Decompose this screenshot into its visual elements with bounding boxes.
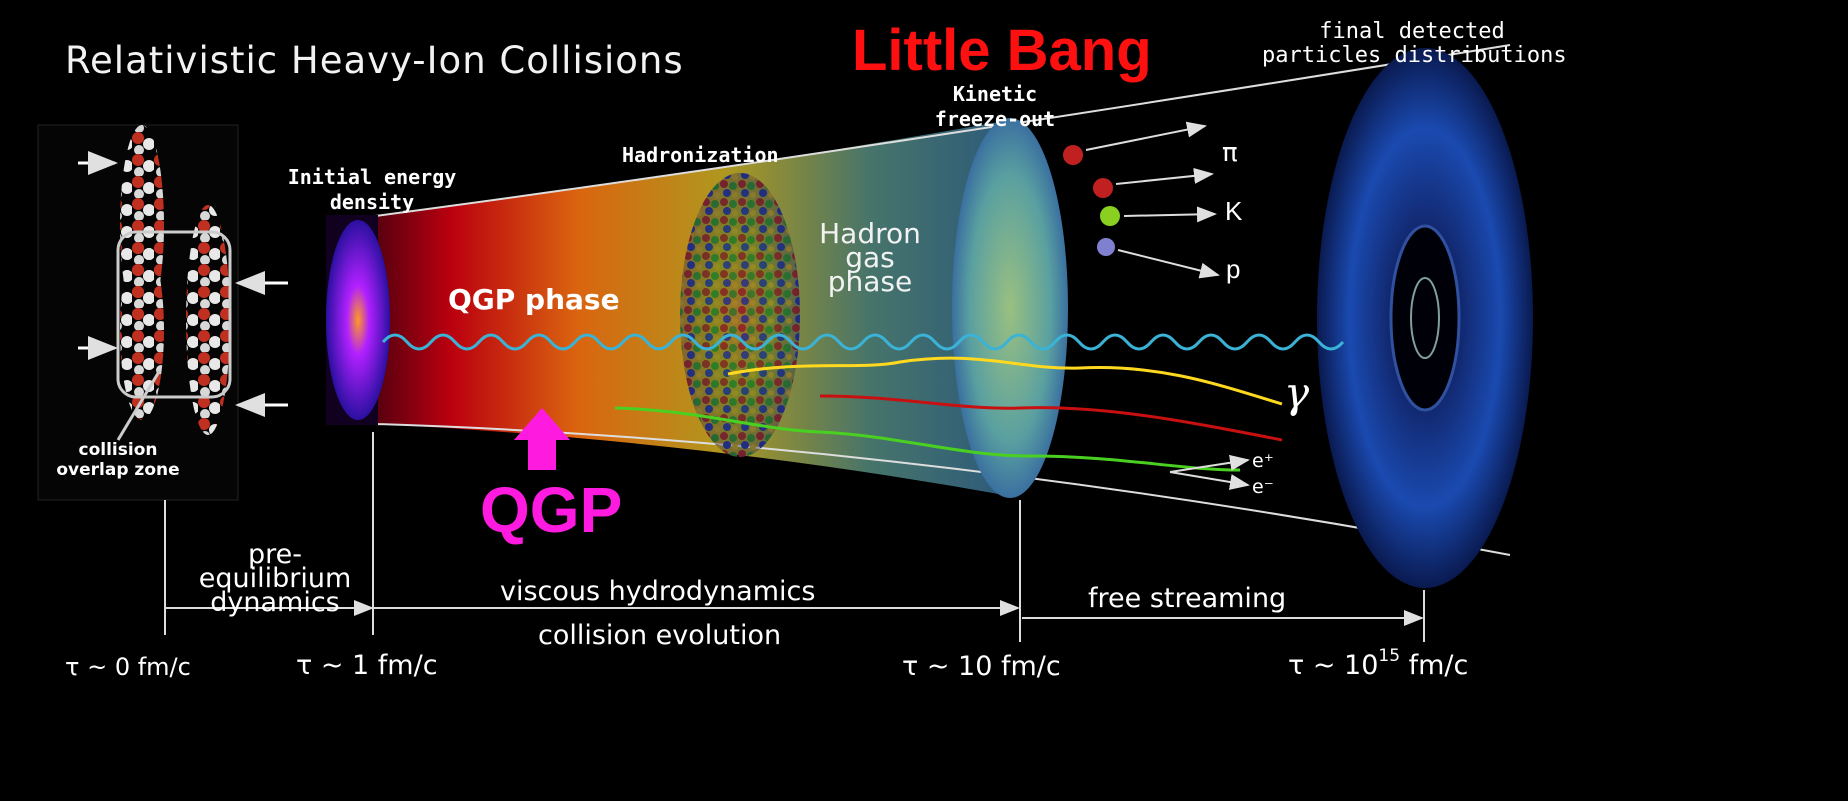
pre-line2: equilibrium	[198, 563, 352, 594]
yellow-wave	[727, 356, 1283, 406]
headline-little-bang: Little Bang	[852, 18, 1152, 83]
red-wave	[819, 394, 1283, 442]
initial-density-blob	[326, 220, 390, 420]
pre-line3: dynamics	[210, 587, 340, 618]
time-mark-0: τ ~ 0 fm/c	[65, 653, 191, 681]
hgas-line3: phase	[827, 265, 913, 298]
photon-wave	[381, 333, 1345, 351]
initial-energy-label: Initial energy density	[262, 165, 482, 215]
photon-label: γ	[1284, 368, 1310, 417]
qgp-phase-label: QGP phase	[448, 283, 620, 316]
overlap-line2: overlap zone	[56, 460, 180, 480]
initial-line1: Initial energy	[287, 165, 457, 189]
free-streaming-label: free streaming	[1088, 583, 1287, 614]
final-label-line2: particles distributions	[1262, 43, 1567, 68]
overlap-line1: collision	[78, 440, 158, 460]
positron-label: e⁺	[1252, 450, 1274, 472]
qgp-arrow	[514, 408, 570, 470]
pion-label: π	[1222, 138, 1238, 168]
overlap-zone-label: collision overlap zone	[38, 440, 198, 480]
kaon-label: K	[1225, 196, 1243, 226]
kinetic-line2: freeze-out	[934, 107, 1056, 131]
pre-equilibrium-label: pre- equilibrium dynamics	[180, 539, 370, 618]
t15-suffix: fm/c	[1400, 650, 1469, 681]
t15-exponent: 15	[1378, 646, 1401, 666]
pre-line1: pre-	[248, 539, 302, 570]
proton-label: p	[1226, 254, 1241, 284]
hadron-gas-label: Hadron gas phase	[790, 217, 950, 298]
qgp-highlight-label: QGP	[480, 474, 623, 546]
hgas-line2: gas	[845, 241, 895, 274]
diagram-title: Relativistic Heavy-Ion Collisions	[65, 39, 684, 82]
hadronization-label: Hadronization	[622, 143, 779, 167]
time-mark-10e15: τ ~ 1015 fm/c	[1288, 648, 1469, 681]
electron-label: e⁻	[1252, 476, 1274, 498]
collision-evolution-label: collision evolution	[538, 620, 782, 651]
viscous-hydro-label: viscous hydrodynamics	[500, 576, 816, 607]
initial-line2: density	[329, 190, 415, 214]
green-wave	[614, 406, 1241, 472]
hgas-line1: Hadron	[819, 217, 921, 250]
freeze-out-ellipse	[952, 118, 1068, 498]
kinetic-freeze-out-label: Kinetic freeze-out	[910, 82, 1080, 132]
final-label-line1: final detected	[1319, 19, 1505, 44]
t15-prefix: τ ~ 10	[1288, 650, 1379, 681]
kinetic-line1: Kinetic	[952, 82, 1038, 106]
time-mark-10: τ ~ 10 fm/c	[902, 651, 1061, 682]
final-distributions-label: final detected particles distributions	[1262, 19, 1567, 68]
time-mark-1: τ ~ 1 fm/c	[296, 650, 438, 681]
